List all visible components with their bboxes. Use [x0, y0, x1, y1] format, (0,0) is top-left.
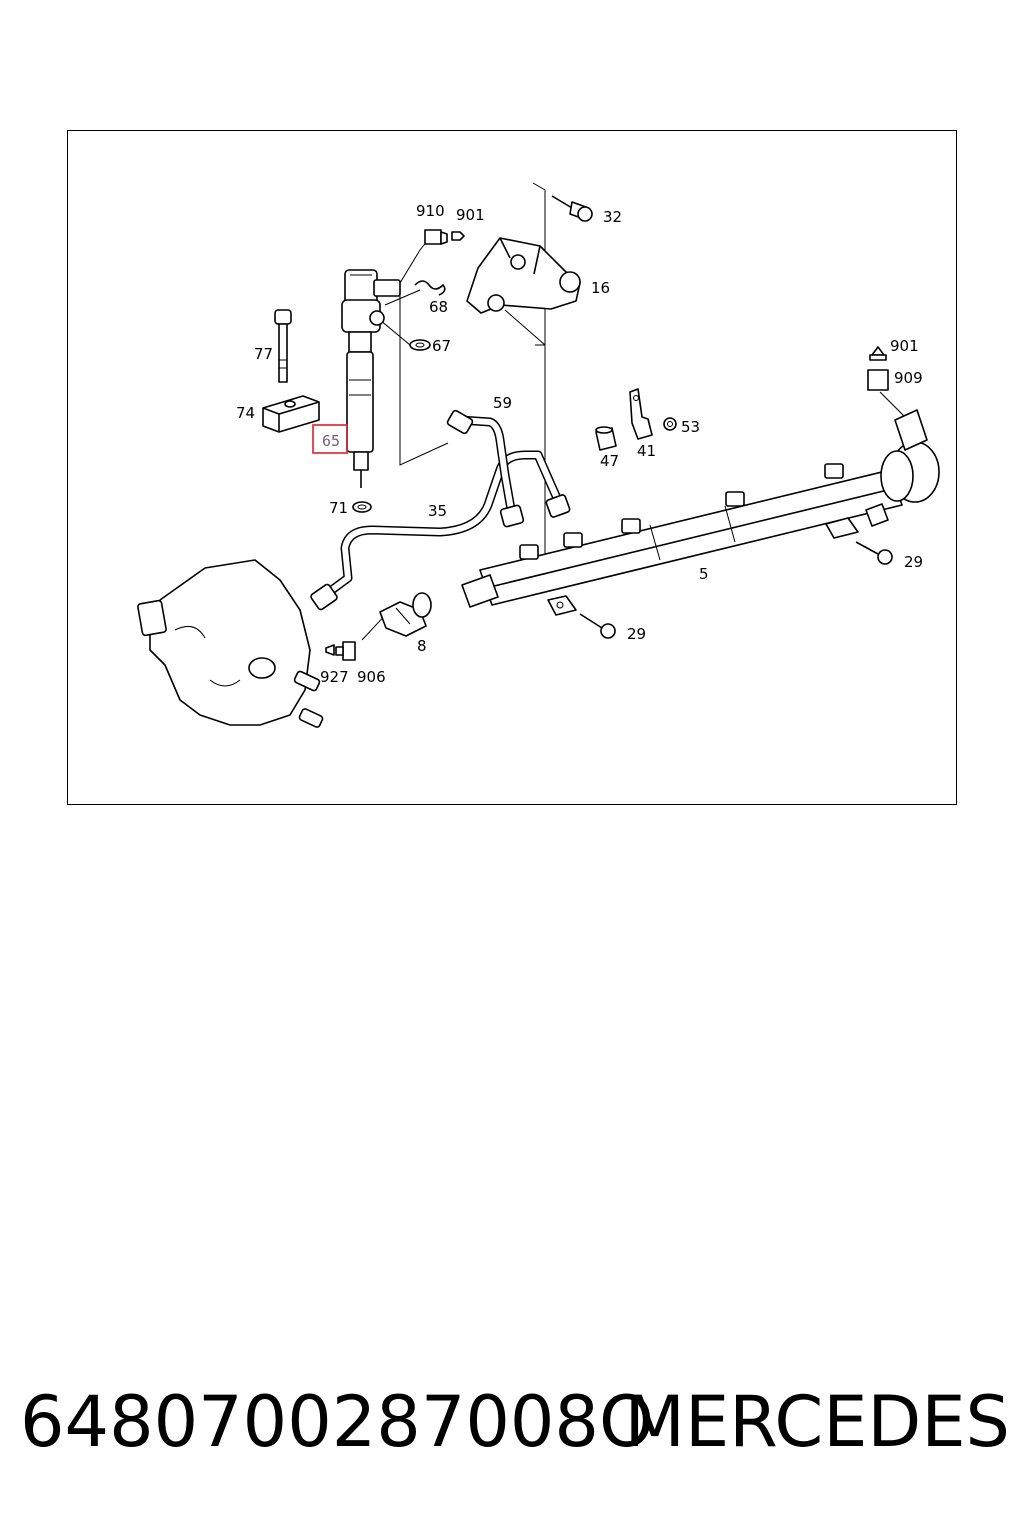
part-number: 6480700287008O: [20, 1381, 655, 1463]
label-77: 77: [254, 345, 273, 363]
label-35: 35: [428, 502, 447, 520]
clip-68: [414, 280, 446, 296]
label-8: 8: [417, 637, 427, 655]
label-901-right: 901: [890, 337, 919, 355]
label-901-top: 901: [456, 206, 485, 224]
label-68: 68: [429, 298, 448, 316]
seal-71: [352, 501, 372, 513]
pin-927: [325, 644, 335, 656]
label-47: 47: [600, 452, 619, 470]
label-74: 74: [236, 404, 255, 422]
label-32: 32: [603, 208, 622, 226]
clamp-41: [629, 388, 653, 440]
high-pressure-pump: [137, 559, 324, 728]
connector-909: [867, 369, 889, 391]
sleeve-47: [595, 426, 617, 451]
label-29-right: 29: [904, 553, 923, 571]
bolt-32: [551, 195, 593, 222]
bolt-77: [274, 309, 292, 383]
part-labels: 910 901 32 16 68 67 77 74 59 65 71 35 47…: [236, 202, 923, 686]
label-41: 41: [637, 442, 656, 460]
washer-67: [409, 339, 431, 351]
diagram-frame: [67, 130, 957, 805]
parts-diagram: 910 901 32 16 68 67 77 74 59 65 71 35 47…: [137, 182, 940, 728]
pipe-35: [310, 450, 571, 611]
label-906: 906: [357, 668, 386, 686]
label-910: 910: [416, 202, 445, 220]
label-927: 927: [320, 668, 349, 686]
sensor-8: [379, 592, 432, 637]
pipe-59: [446, 409, 525, 528]
label-909: 909: [894, 369, 923, 387]
brand-name: MERCEDES: [624, 1381, 1010, 1463]
bolt-29-lower: [579, 613, 616, 639]
connector-906: [335, 641, 356, 661]
highlight-box: [312, 424, 348, 454]
bolt-29-right: [855, 541, 893, 565]
injector: [341, 269, 401, 488]
label-71: 71: [329, 499, 348, 517]
pin-901-top: [451, 231, 465, 241]
connector-910: [424, 229, 448, 245]
label-59: 59: [493, 394, 512, 412]
label-29-lower: 29: [627, 625, 646, 643]
bracket-16: [466, 237, 581, 314]
label-67: 67: [432, 337, 451, 355]
fuel-rail-5: [461, 409, 940, 616]
label-65-highlighted: 65: [322, 432, 340, 450]
label-5: 5: [699, 565, 709, 583]
clamp-74: [262, 395, 320, 433]
nut-53: [663, 417, 677, 431]
label-53: 53: [681, 418, 700, 436]
footer: 6480700287008O MERCEDES: [20, 1378, 1010, 1468]
label-16: 16: [591, 279, 610, 297]
pin-901-right: [869, 346, 887, 361]
